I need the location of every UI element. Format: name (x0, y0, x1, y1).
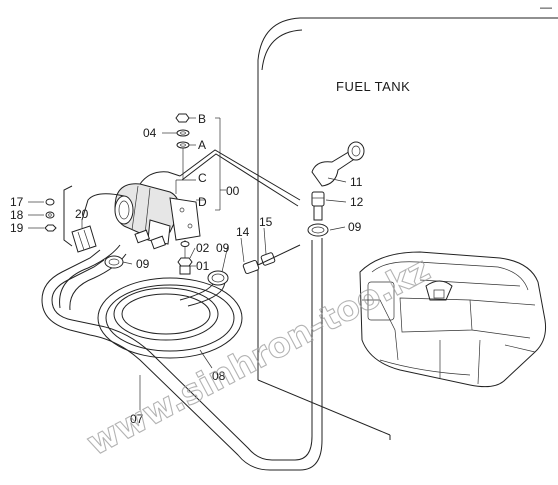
clamp-09-coil (104, 255, 229, 286)
fuel-tank-title: FUEL TANK (336, 79, 410, 94)
callout-15: 15 (259, 215, 273, 229)
callout-labels: B 04 A C 00 D 17 18 19 20 11 12 09 14 15… (10, 112, 364, 426)
callout-18: 18 (10, 208, 24, 222)
callout-C: C (198, 171, 207, 185)
callout-19: 19 (10, 221, 24, 235)
callout-D: D (198, 195, 207, 209)
callout-09-tank: 09 (348, 220, 362, 234)
fuel-tank-outline (257, 17, 558, 440)
tank-fitting-11-12 (307, 141, 365, 237)
page-number: — (540, 0, 552, 14)
return-hose-07 (41, 238, 323, 471)
callout-02: 02 (196, 241, 210, 255)
callout-B: B (198, 112, 206, 126)
tube-fitting-14-15 (242, 244, 301, 275)
callout-12: 12 (350, 195, 364, 209)
callout-04: 04 (143, 126, 157, 140)
callout-17: 17 (10, 195, 24, 209)
bolt-set-02 (177, 240, 193, 275)
callout-20: 20 (75, 207, 89, 221)
callout-09-coil: 09 (136, 257, 150, 271)
callout-07: 07 (130, 412, 144, 426)
callout-09-pump: 09 (216, 241, 230, 255)
excavator-locator-icon (359, 251, 546, 388)
callout-11: 11 (350, 175, 363, 189)
leader-lines (28, 117, 347, 410)
washer-stack-17-19 (44, 198, 57, 232)
callout-A: A (198, 138, 206, 152)
fuel-pump-assembly (63, 149, 301, 253)
callout-00: 00 (226, 184, 240, 198)
coiled-hose-08 (59, 244, 243, 359)
nut-washer-stack (175, 113, 190, 180)
callout-01: 01 (196, 259, 210, 273)
callout-08: 08 (212, 369, 226, 383)
callout-14: 14 (236, 225, 250, 239)
